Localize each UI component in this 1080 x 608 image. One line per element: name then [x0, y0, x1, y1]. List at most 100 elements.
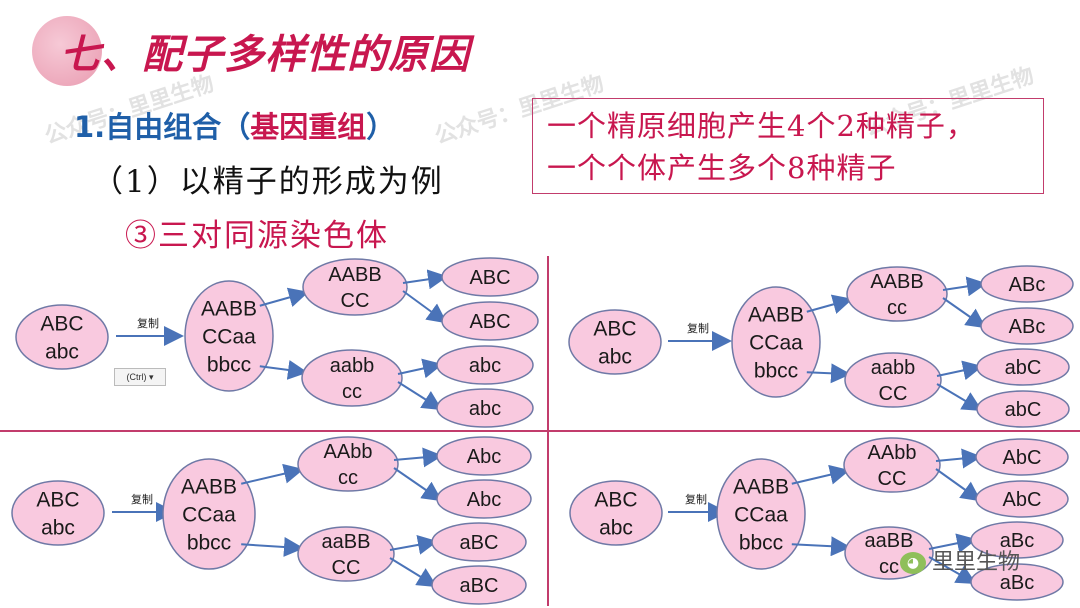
secondary-genotype-label: CC	[332, 557, 361, 579]
sperm-cell	[441, 257, 539, 297]
sperm-genotype-label: abc	[469, 355, 501, 377]
meiosis-arrow	[393, 447, 443, 468]
secondary-genotype-label: AAbb	[324, 441, 373, 463]
primary-spermatocyte	[716, 458, 806, 570]
start-genotype-label: ABC	[36, 489, 79, 512]
secondary-spermatocyte	[302, 258, 408, 316]
start-genotype-label: abc	[41, 517, 75, 540]
sperm-cell	[970, 563, 1064, 601]
sperm-genotype-label: ABC	[469, 267, 510, 289]
paste-options-badge[interactable]: (Ctrl) ▾	[114, 368, 166, 386]
meiosis-arrow	[942, 297, 987, 329]
start-genotype-label: abc	[45, 341, 79, 364]
middle-genotype-label: bbcc	[187, 532, 231, 555]
meiosis-arrow	[240, 463, 304, 485]
sperm-genotype-label: AbC	[1003, 447, 1042, 469]
middle-genotype-label: AABB	[201, 298, 257, 321]
copy-label: 复制	[131, 492, 153, 506]
brand-logo: ◕里里生物	[900, 544, 1020, 576]
sperm-cell	[975, 480, 1069, 518]
sperm-genotype-label: abC	[1005, 357, 1042, 379]
secondary-genotype-label: cc	[887, 297, 907, 319]
middle-genotype-label: CCaa	[749, 332, 803, 355]
meiosis-arrow	[806, 294, 853, 314]
sperm-genotype-label: abC	[1005, 399, 1042, 421]
note-box: 一个精原细胞产生4个2种精子， 一个个体产生多个8种精子	[532, 98, 1044, 194]
sperm-genotype-label: aBC	[460, 532, 499, 554]
meiosis-arrow	[393, 467, 443, 502]
sperm-cell	[431, 565, 527, 605]
meiosis-arrow	[928, 556, 977, 584]
sperm-genotype-label: aBc	[1000, 530, 1034, 552]
sperm-cell	[980, 265, 1074, 303]
secondary-genotype-label: cc	[338, 467, 358, 489]
heading-prefix: 1.自由组合（	[74, 110, 251, 144]
start-genotype-label: abc	[599, 517, 633, 540]
section-heading: 1.自由组合（基因重组）	[74, 104, 395, 146]
sperm-cell	[436, 388, 534, 428]
start-cell	[569, 480, 663, 546]
sperm-cell	[980, 307, 1074, 345]
sperm-genotype-label: abc	[469, 398, 501, 420]
secondary-spermatocyte	[297, 526, 395, 582]
start-cell	[11, 480, 105, 546]
sperm-cell	[441, 301, 539, 341]
subheading: （1）以精子的形成为例	[92, 164, 444, 200]
sperm-cell	[975, 438, 1069, 476]
meiosis-arrow	[935, 468, 982, 502]
secondary-genotype-label: aaBB	[322, 531, 371, 553]
middle-genotype-label: AABB	[733, 476, 789, 499]
sperm-genotype-label: ABC	[469, 311, 510, 333]
copy-label: 复制	[137, 316, 159, 330]
secondary-genotype-label: aaBB	[865, 530, 914, 552]
meiosis-arrow	[928, 533, 977, 554]
meiosis-arrow	[936, 383, 983, 412]
meiosis-arrow	[791, 536, 851, 557]
middle-genotype-label: CCaa	[202, 326, 256, 349]
page-title: 七、配子多样性的原因	[60, 32, 470, 78]
meiosis-arrow	[397, 381, 443, 411]
note-line-1: 一个精原细胞产生4个2种精子，	[547, 109, 976, 143]
secondary-genotype-label: CC	[878, 468, 907, 490]
primary-spermatocyte	[184, 280, 274, 392]
sperm-cell	[436, 479, 532, 519]
meiosis-arrow	[397, 358, 443, 379]
start-genotype-label: ABC	[40, 313, 83, 336]
secondary-genotype-label: cc	[879, 556, 899, 578]
meiosis-arrow	[936, 360, 983, 381]
wechat-icon: ◕	[900, 552, 926, 574]
sperm-genotype-label: ABc	[1009, 274, 1046, 296]
meiosis-arrow	[389, 535, 438, 555]
sperm-cell	[436, 436, 532, 476]
note-line-2: 一个个体产生多个8种精子	[547, 151, 897, 185]
secondary-genotype-label: aabb	[330, 355, 375, 377]
meiosis-arrow	[402, 269, 448, 290]
meiosis-arrow	[935, 448, 982, 469]
copy-label: 复制	[687, 321, 709, 335]
sperm-genotype-label: aBC	[460, 575, 499, 597]
middle-genotype-label: AABB	[181, 476, 237, 499]
start-genotype-label: abc	[598, 346, 632, 369]
secondary-spermatocyte	[843, 437, 941, 493]
meiosis-arrow	[389, 557, 438, 588]
start-cell	[15, 304, 109, 370]
start-genotype-label: ABC	[593, 318, 636, 341]
sperm-genotype-label: AbC	[1003, 489, 1042, 511]
secondary-spermatocyte	[846, 266, 948, 322]
heading-suffix: ）	[366, 110, 396, 144]
copy-label: 复制	[685, 492, 707, 506]
meiosis-arrow	[942, 276, 987, 297]
middle-genotype-label: CCaa	[182, 504, 236, 527]
meiosis-arrow	[791, 464, 850, 485]
title-decoration	[32, 16, 102, 86]
sperm-genotype-label: Abc	[467, 446, 501, 468]
sperm-cell	[970, 521, 1064, 559]
middle-genotype-label: bbcc	[207, 354, 251, 377]
sperm-genotype-label: Abc	[467, 489, 501, 511]
secondary-genotype-label: AAbb	[868, 442, 917, 464]
meiosis-arrow	[259, 360, 308, 380]
secondary-genotype-label: AABB	[870, 271, 923, 293]
meiosis-arrow	[241, 537, 304, 557]
secondary-genotype-label: AABB	[328, 264, 381, 286]
secondary-genotype-label: CC	[341, 290, 370, 312]
